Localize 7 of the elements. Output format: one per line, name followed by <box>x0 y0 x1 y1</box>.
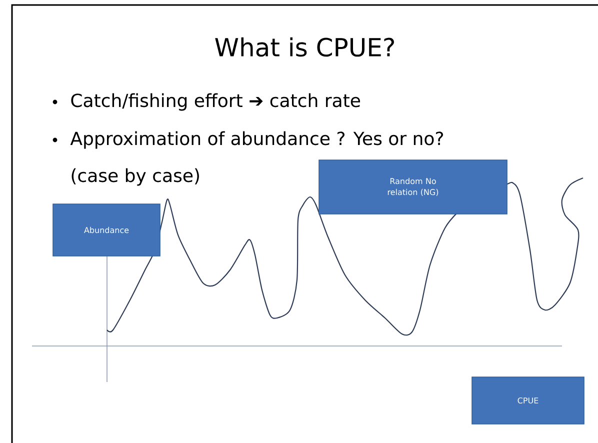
bullet-text: Catch/fishing effort ➔ catch rate <box>71 93 360 111</box>
label-box: Random No relation (NG) <box>318 160 508 214</box>
bullet-text: Approximation of abundance ? Yes or no? <box>70 131 443 149</box>
label-box: CPUE <box>472 376 584 424</box>
bullet-text: (case by case) <box>72 168 199 186</box>
label-box: Abundance <box>52 204 160 256</box>
title: What is CPUE? <box>215 37 394 57</box>
